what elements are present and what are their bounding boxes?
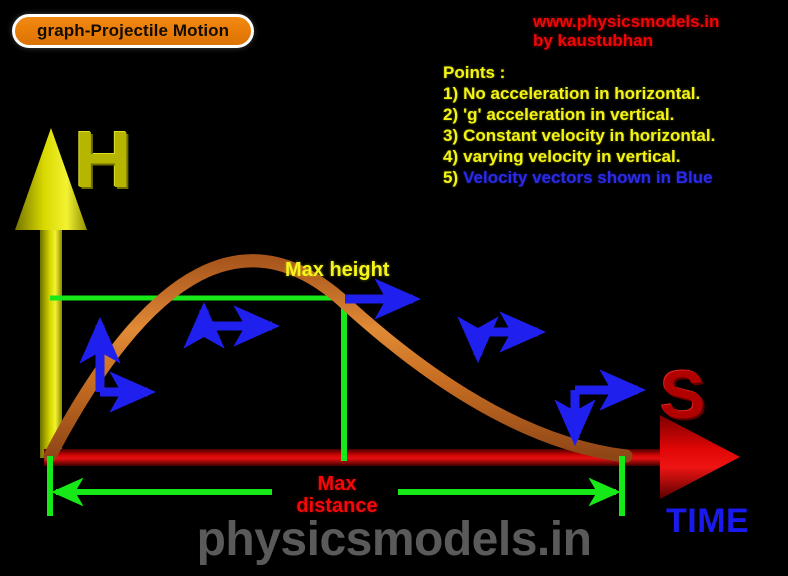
points-list: Points : 1) No acceleration in horizonta… [443, 62, 715, 188]
title-badge: graph-Projectile Motion [12, 14, 255, 48]
credits-site: www.physicsmodels.in [533, 12, 720, 31]
watermark: physicsmodels.in [196, 513, 592, 566]
velocity-vectors [79, 278, 647, 447]
points-heading: Points : [443, 63, 506, 82]
max-height-label: Max height [285, 259, 390, 281]
max-height-guides [50, 295, 347, 461]
horizontal-axis-arrow [44, 415, 740, 499]
horizontal-axis-label: S [660, 357, 706, 433]
point-item-3: 3) Constant velocity in horizontal. [443, 125, 715, 146]
time-axis-label: TIME [666, 502, 750, 540]
point-number-4: 4) [443, 147, 459, 166]
trajectory-curve [43, 254, 633, 463]
vertical-axis-arrow [15, 128, 87, 458]
point-item-5: 5) Velocity vectors shown in Blue [443, 167, 715, 188]
credits-block: www.physicsmodels.in by kaustubhan [533, 12, 719, 50]
point-text-4: varying velocity in vertical. [463, 147, 681, 166]
point-text-2: 'g' acceleration in vertical. [463, 105, 675, 124]
point-number-3: 3) [443, 126, 459, 145]
max-distance-line-2: distance [296, 495, 378, 517]
point-text-5: Velocity vectors shown in Blue [463, 168, 713, 187]
max-distance-label: Max distance [278, 473, 396, 517]
point-item-2: 2) 'g' acceleration in vertical. [443, 104, 715, 125]
point-text-1: No acceleration in horizontal. [463, 84, 701, 103]
point-number-1: 1) [443, 84, 459, 103]
point-number-2: 2) [443, 105, 459, 124]
title-badge-label: graph-Projectile Motion [37, 21, 230, 40]
credits-author: by kaustubhan [533, 31, 653, 50]
vertical-axis-label: H [74, 115, 132, 204]
point-text-3: Constant velocity in horizontal. [463, 126, 716, 145]
max-distance-line-1: Max [317, 473, 357, 495]
point-item-1: 1) No acceleration in horizontal. [443, 83, 715, 104]
max-distance-measure [47, 456, 625, 516]
point-number-5: 5) [443, 168, 459, 187]
point-item-4: 4) varying velocity in vertical. [443, 146, 715, 167]
